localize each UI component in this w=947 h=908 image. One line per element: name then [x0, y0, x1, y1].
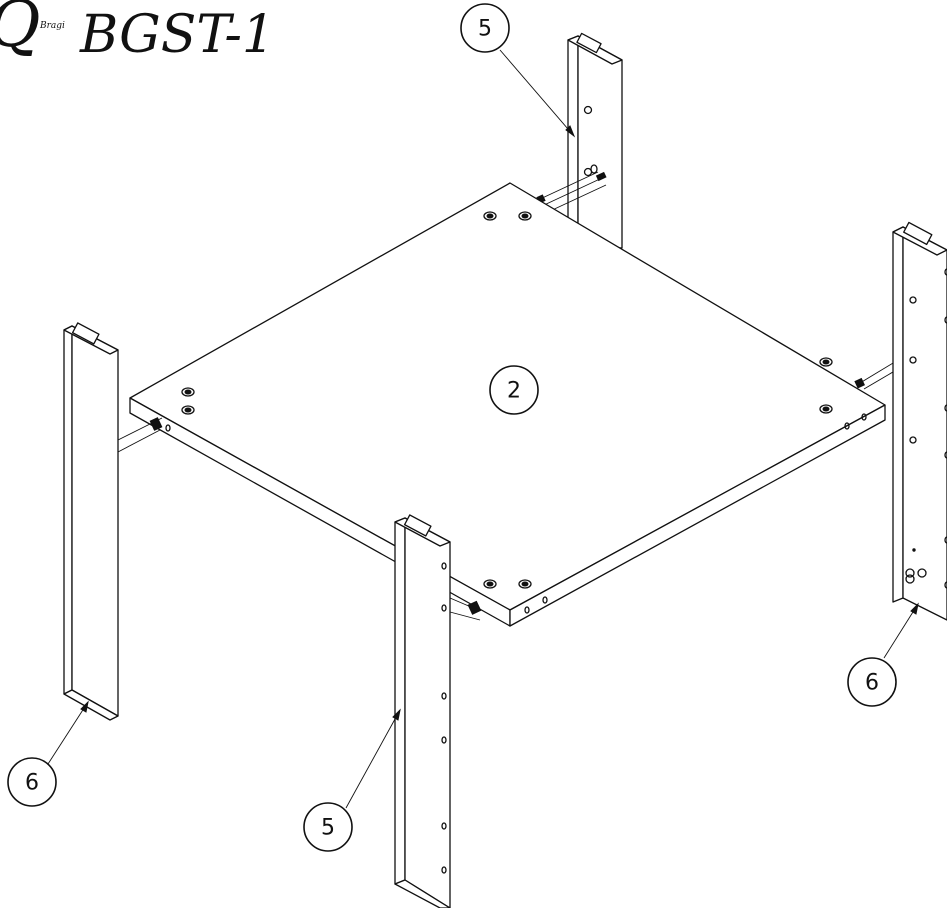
callout-top-board: 2 — [489, 365, 539, 415]
right-leg-panel — [892, 221, 947, 621]
callout-left-leg: 6 — [7, 757, 57, 807]
front-leg-bolts — [449, 597, 482, 621]
model-title: BGST-1 — [79, 5, 275, 65]
callout-label: 6 — [25, 771, 39, 796]
callout-label: 2 — [507, 379, 521, 404]
left-leg-panel — [63, 322, 119, 721]
callout-back-leg: 5 — [460, 3, 510, 53]
title-block: Q Bragi BGST-1 — [0, 0, 275, 65]
left-leg-bolts — [117, 417, 163, 453]
back-leg-panel — [567, 32, 623, 251]
callout-label: 5 — [478, 17, 492, 42]
leader-lines — [47, 49, 919, 809]
callout-label: 5 — [321, 816, 335, 841]
logo-mark: Q — [0, 0, 40, 62]
callout-right-leg: 6 — [847, 657, 897, 707]
board-holes — [165, 211, 867, 614]
front-leg-panel — [394, 514, 451, 908]
callout-front-leg: 5 — [303, 802, 353, 852]
callout-label: 6 — [865, 671, 879, 696]
brand-name: Bragi — [39, 21, 65, 31]
